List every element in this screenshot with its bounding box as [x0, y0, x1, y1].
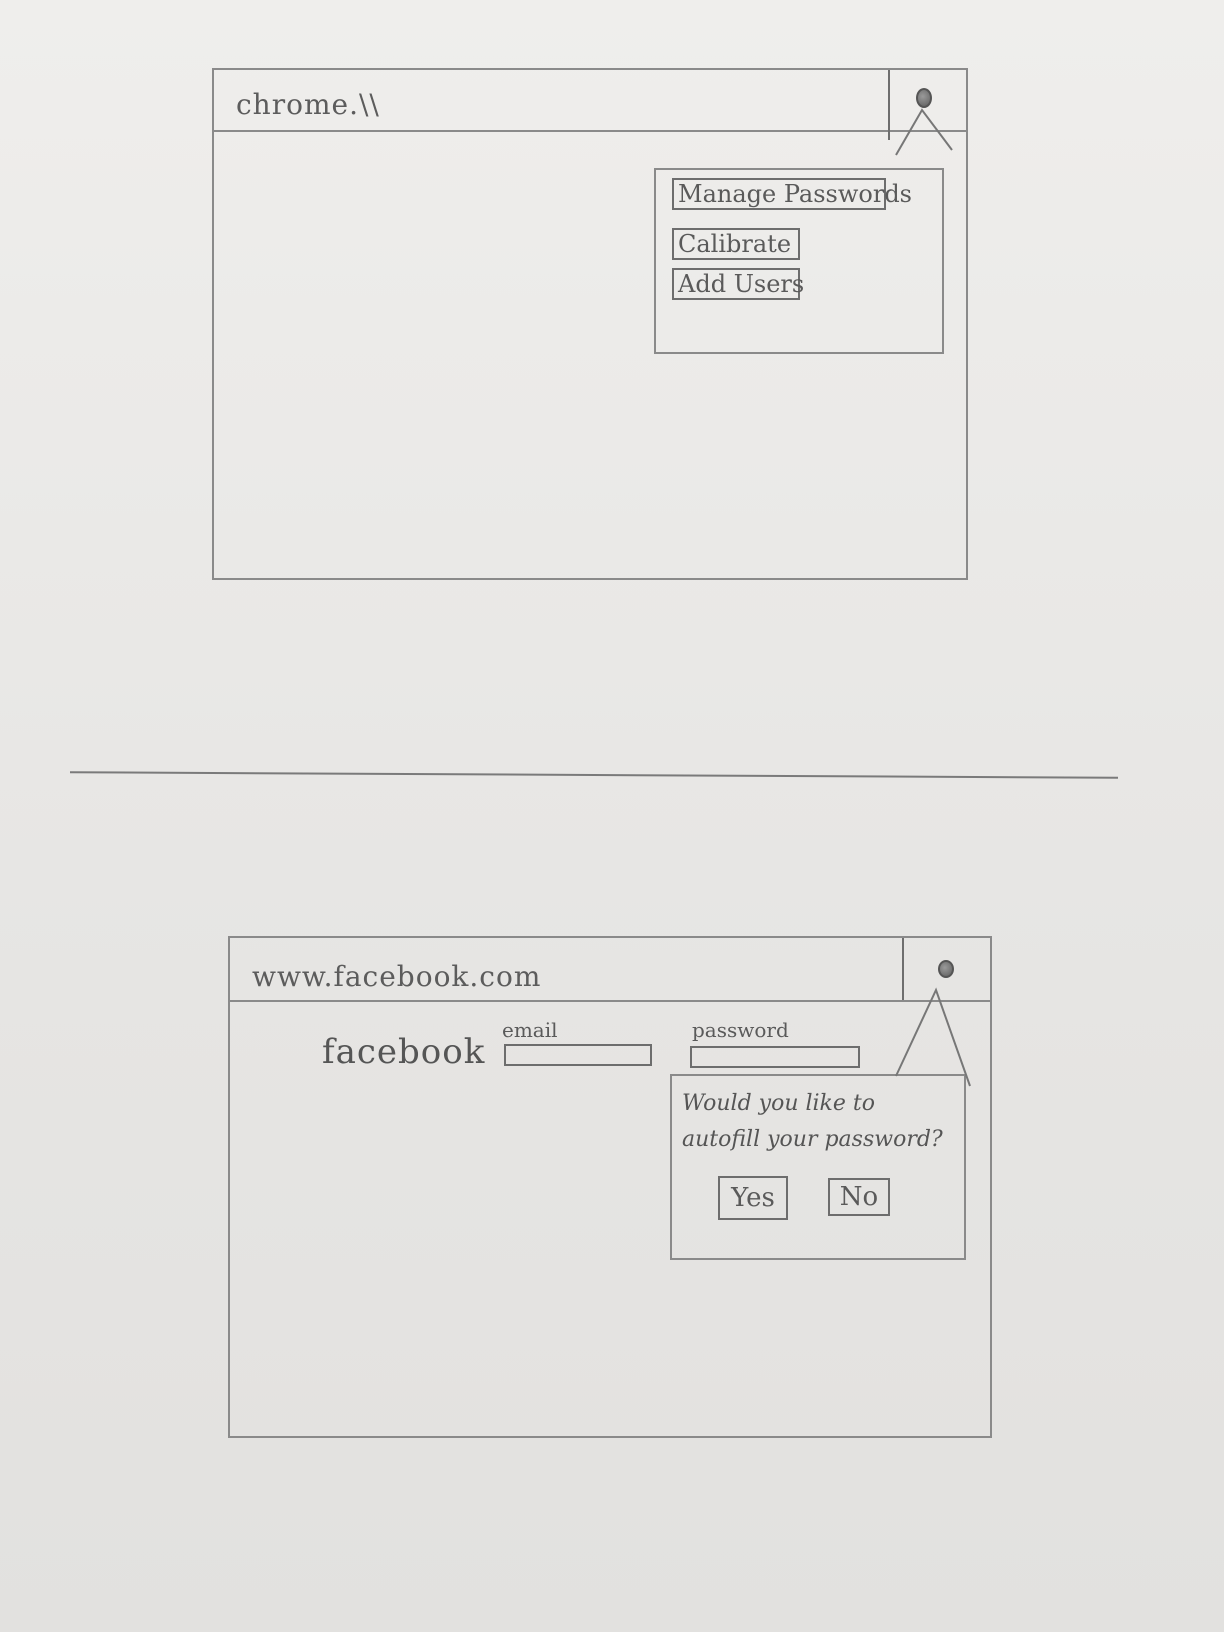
profile-dot-icon[interactable] — [916, 88, 932, 108]
browser-window-bottom: www.facebook.com facebook email password… — [228, 936, 992, 1438]
toolbar-divider — [902, 938, 904, 1000]
calibrate-button[interactable]: Calibrate — [672, 228, 800, 260]
address-bar[interactable]: www.facebook.com — [230, 938, 990, 1002]
toolbar-divider — [888, 70, 890, 140]
autofill-prompt-line2: autofill your password? — [682, 1127, 943, 1152]
no-button[interactable]: No — [828, 1178, 890, 1216]
autofill-prompt-line1: Would you like to — [682, 1091, 875, 1116]
address-bar[interactable]: chrome.\\ — [214, 70, 966, 132]
profile-dot-icon[interactable] — [938, 960, 954, 978]
add-users-button[interactable]: Add Users — [672, 268, 804, 300]
manage-passwords-button[interactable]: Manage Passwords — [672, 178, 912, 210]
email-field[interactable] — [504, 1044, 652, 1066]
address-text: chrome.\\ — [236, 88, 380, 121]
facebook-logo: facebook — [322, 1032, 486, 1072]
yes-button[interactable]: Yes — [718, 1176, 788, 1220]
password-label: password — [692, 1018, 789, 1042]
autofill-prompt-popup: Would you like to autofill your password… — [670, 1074, 966, 1260]
password-field[interactable] — [690, 1046, 860, 1068]
browser-window-top: chrome.\\ Manage Passwords Calibrate Add… — [212, 68, 968, 580]
email-label: email — [502, 1018, 558, 1042]
address-text: www.facebook.com — [252, 960, 542, 993]
extension-menu-popup: Manage Passwords Calibrate Add Users — [654, 168, 944, 354]
